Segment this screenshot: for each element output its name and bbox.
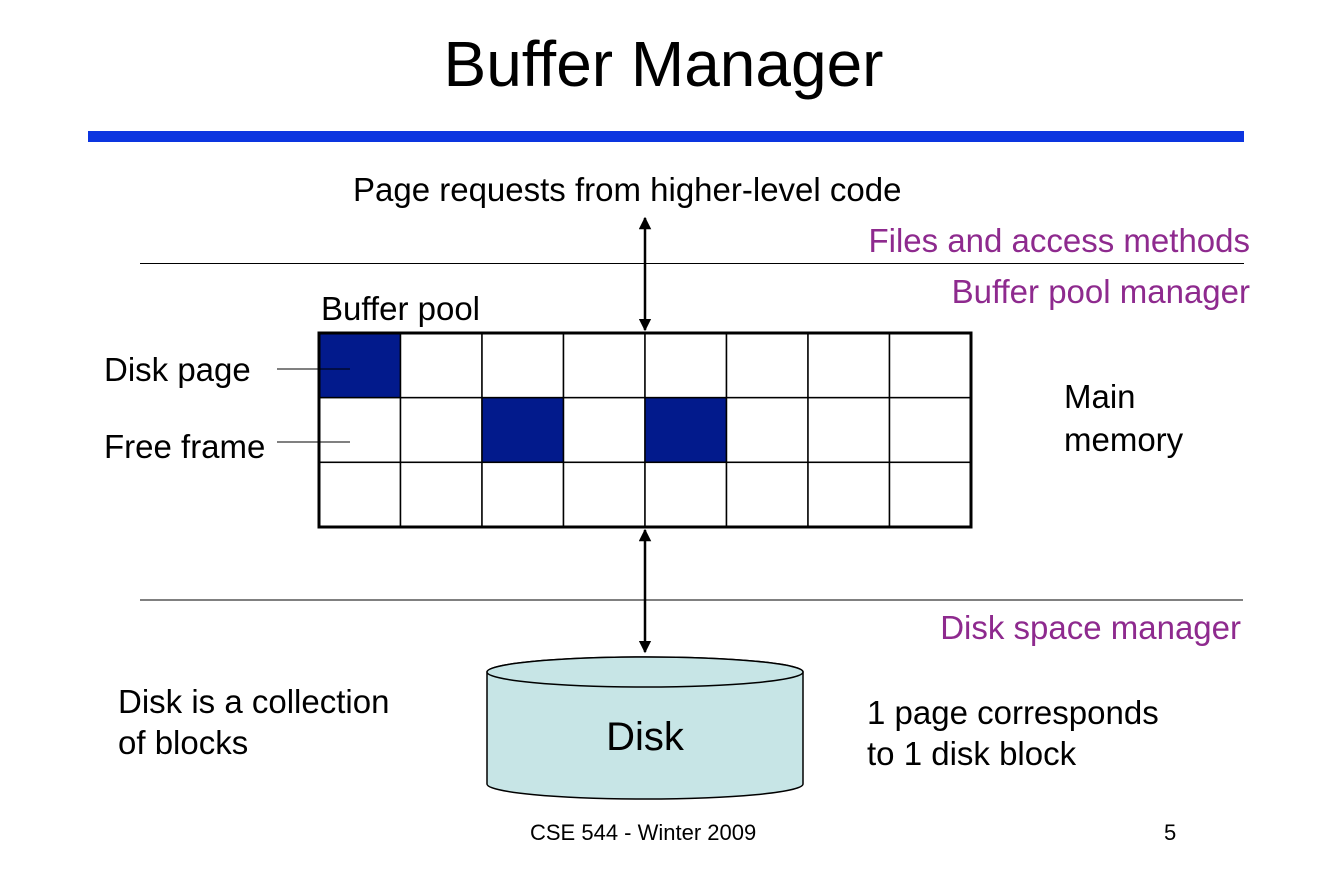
page-block-line1: 1 page corresponds [867, 694, 1159, 731]
buffer-frame-free [399, 396, 483, 464]
buffer-frame-occupied [481, 396, 565, 464]
footer-page-number: 5 [1164, 820, 1177, 845]
buffer-frame-free [644, 461, 728, 528]
buffer-frame-free [888, 396, 972, 464]
buffer-frame-free [888, 332, 972, 399]
buffer-frame-occupied [644, 396, 728, 464]
disk-space-manager-label: Disk space manager [940, 609, 1241, 646]
files-access-label: Files and access methods [868, 222, 1250, 259]
buffer-frame-free [481, 332, 565, 399]
buffer-frame-free [725, 396, 809, 464]
slide-title: Buffer Manager [443, 28, 884, 100]
footer-course: CSE 544 - Winter 2009 [530, 820, 757, 845]
disk-page-label: Disk page [104, 351, 251, 388]
buffer-frame-occupied [318, 332, 402, 399]
buffer-frame-free [725, 461, 809, 528]
page-requests-label: Page requests from higher-level code [353, 171, 902, 208]
page-block-line2: to 1 disk block [867, 735, 1077, 772]
buffer-frame-free [399, 332, 483, 399]
buffer-frame-free [807, 332, 891, 399]
disk-label: Disk [606, 715, 684, 759]
buffer-frame-free [562, 396, 646, 464]
buffer-pool-border [317, 331, 973, 529]
buffer-frame-free [807, 461, 891, 528]
buffer-frame-free [562, 461, 646, 528]
free-frame-label: Free frame [104, 428, 266, 465]
buffer-frame-free [644, 332, 728, 399]
buffer-frame-free [318, 396, 402, 464]
disk-cylinder-top [486, 656, 804, 688]
main-memory-label-line2: memory [1064, 421, 1184, 458]
buffer-frame-free [888, 461, 972, 528]
disk-collection-line2: of blocks [118, 724, 249, 761]
disk-collection-line1: Disk is a collection [118, 683, 390, 720]
disk-cylinder [486, 656, 804, 800]
buffer-frame-free [399, 461, 483, 528]
buffer-pool-manager-label: Buffer pool manager [951, 273, 1250, 310]
buffer-pool-label: Buffer pool [321, 290, 481, 327]
buffer-frame-free [725, 332, 809, 399]
title-underline [88, 131, 1244, 142]
buffer-frame-free [318, 461, 402, 528]
buffer-frame-free [807, 396, 891, 464]
upper-layer-divider [140, 263, 1244, 264]
main-memory-label-line1: Main [1064, 378, 1136, 415]
buffer-frame-free [562, 332, 646, 399]
buffer-frame-free [481, 461, 565, 528]
buffer-pool-grid [317, 331, 973, 529]
